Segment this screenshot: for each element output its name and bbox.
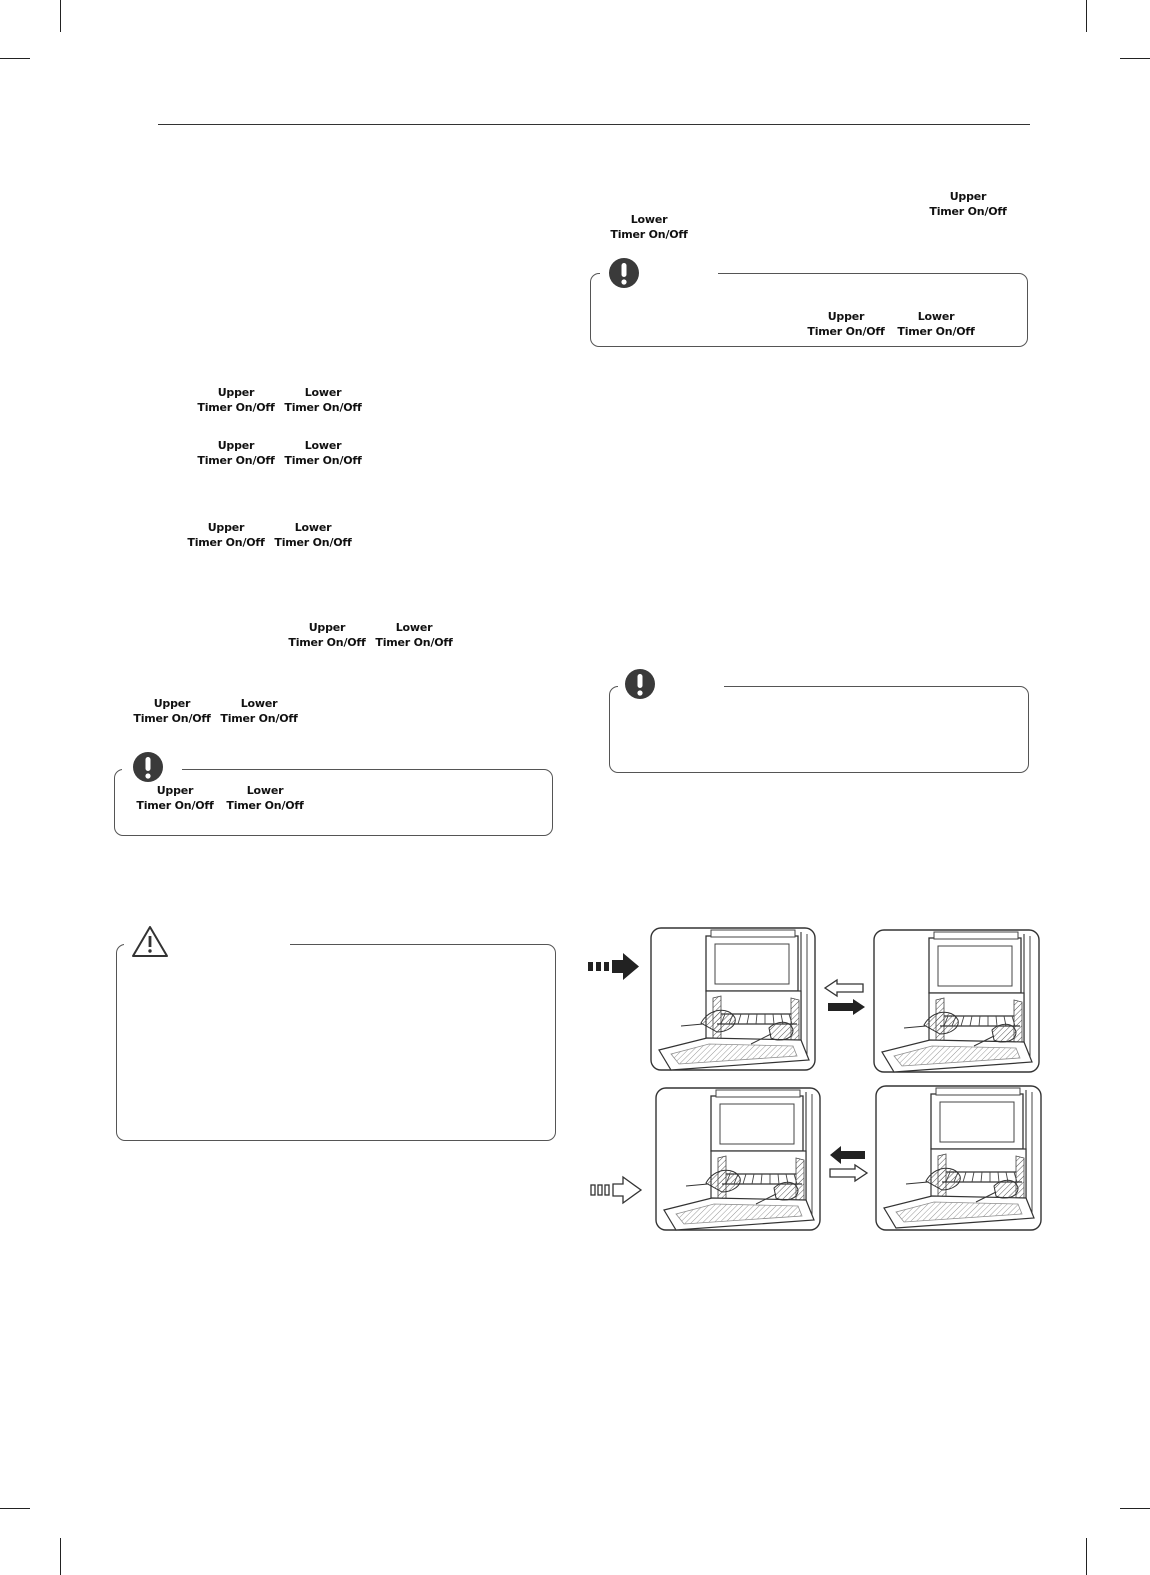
crop-mark xyxy=(1120,1508,1150,1509)
right-outline-arrow-icon xyxy=(829,1163,869,1183)
exclamation-icon xyxy=(132,751,164,783)
caution-box-gap xyxy=(124,941,290,947)
crop-mark xyxy=(0,1508,30,1509)
note-box-gap xyxy=(600,270,718,276)
rack-illustration xyxy=(588,927,1042,1231)
exclamation-icon xyxy=(624,668,656,700)
note-box-gap xyxy=(618,683,724,689)
left-outline-arrow-icon xyxy=(823,978,864,998)
outline-dashed-arrow-icon xyxy=(590,1175,643,1205)
note-box xyxy=(609,686,1029,773)
right-solid-arrow-icon xyxy=(828,999,865,1015)
crop-mark xyxy=(1086,1538,1087,1575)
crop-mark xyxy=(1086,0,1087,32)
crop-mark xyxy=(0,58,30,59)
solid-dashed-arrow-icon xyxy=(588,953,639,980)
note-box xyxy=(114,769,553,836)
crop-mark xyxy=(1120,58,1150,59)
crop-mark xyxy=(60,0,61,32)
exclamation-icon xyxy=(608,257,640,289)
warning-triangle-icon xyxy=(130,924,170,960)
header-rule xyxy=(158,124,1030,125)
note-box xyxy=(590,273,1028,347)
crop-mark xyxy=(60,1538,61,1575)
caution-box xyxy=(116,944,556,1141)
left-solid-arrow-icon xyxy=(830,1146,865,1164)
